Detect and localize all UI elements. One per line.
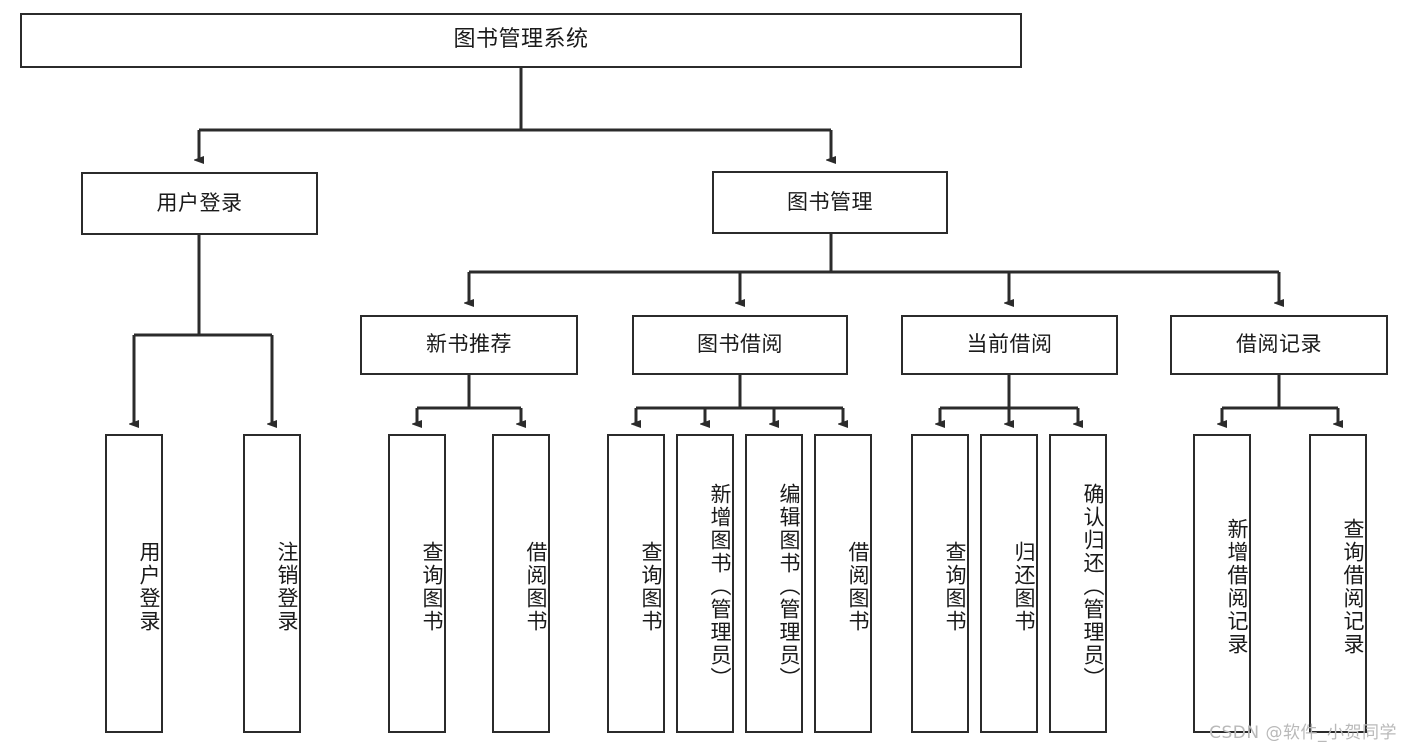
node-book-borrow[interactable]: 图书借阅	[632, 315, 848, 375]
node-book-management[interactable]: 图书管理	[712, 171, 948, 234]
node-label: 图书管理系统	[453, 27, 589, 53]
node-label: 用户登录	[156, 190, 243, 215]
node-label: 编辑图书（管理员）	[777, 483, 801, 690]
node-leaf-query-book-recommend[interactable]: 查询图书	[388, 434, 446, 733]
node-leaf-query-book-current[interactable]: 查询图书	[911, 434, 969, 733]
node-label: 查询借阅记录	[1341, 517, 1365, 656]
node-borrow-record[interactable]: 借阅记录	[1170, 315, 1388, 375]
node-root-book-management-system[interactable]: 图书管理系统	[20, 13, 1022, 68]
node-label: 查询图书	[639, 540, 663, 633]
node-label: 查询图书	[943, 540, 967, 633]
node-label: 新书推荐	[426, 332, 512, 357]
node-leaf-confirm-return-admin[interactable]: 确认归还（管理员）	[1049, 434, 1107, 733]
node-label: 借阅记录	[1236, 332, 1322, 357]
node-label: 用户登录	[137, 540, 161, 633]
node-label: 借阅图书	[846, 540, 870, 633]
node-leaf-return-book[interactable]: 归还图书	[980, 434, 1038, 733]
node-leaf-query-borrow-record[interactable]: 查询借阅记录	[1309, 434, 1367, 733]
node-label: 注销登录	[275, 540, 299, 633]
node-label: 确认归还（管理员）	[1081, 483, 1105, 690]
node-leaf-user-login[interactable]: 用户登录	[105, 434, 163, 733]
node-leaf-add-book-admin[interactable]: 新增图书（管理员）	[676, 434, 734, 733]
node-label: 新增借阅记录	[1225, 517, 1249, 656]
node-label: 当前借阅	[966, 332, 1053, 357]
watermark: CSDN @软件_小贺同学	[1209, 723, 1397, 743]
node-user-login[interactable]: 用户登录	[81, 172, 318, 235]
node-label: 查询图书	[420, 540, 444, 633]
node-leaf-query-book[interactable]: 查询图书	[607, 434, 665, 733]
node-label: 新增图书（管理员）	[708, 483, 732, 690]
node-leaf-add-borrow-record[interactable]: 新增借阅记录	[1193, 434, 1251, 733]
node-leaf-borrow-book-recommend[interactable]: 借阅图书	[492, 434, 550, 733]
node-current-borrow[interactable]: 当前借阅	[901, 315, 1118, 375]
node-new-book-recommend[interactable]: 新书推荐	[360, 315, 578, 375]
node-label: 归还图书	[1012, 540, 1036, 633]
node-label: 借阅图书	[524, 540, 548, 633]
node-leaf-borrow-book[interactable]: 借阅图书	[814, 434, 872, 733]
node-leaf-edit-book-admin[interactable]: 编辑图书（管理员）	[745, 434, 803, 733]
node-leaf-logout[interactable]: 注销登录	[243, 434, 301, 733]
node-label: 图书管理	[787, 189, 873, 214]
node-label: 图书借阅	[697, 332, 783, 357]
